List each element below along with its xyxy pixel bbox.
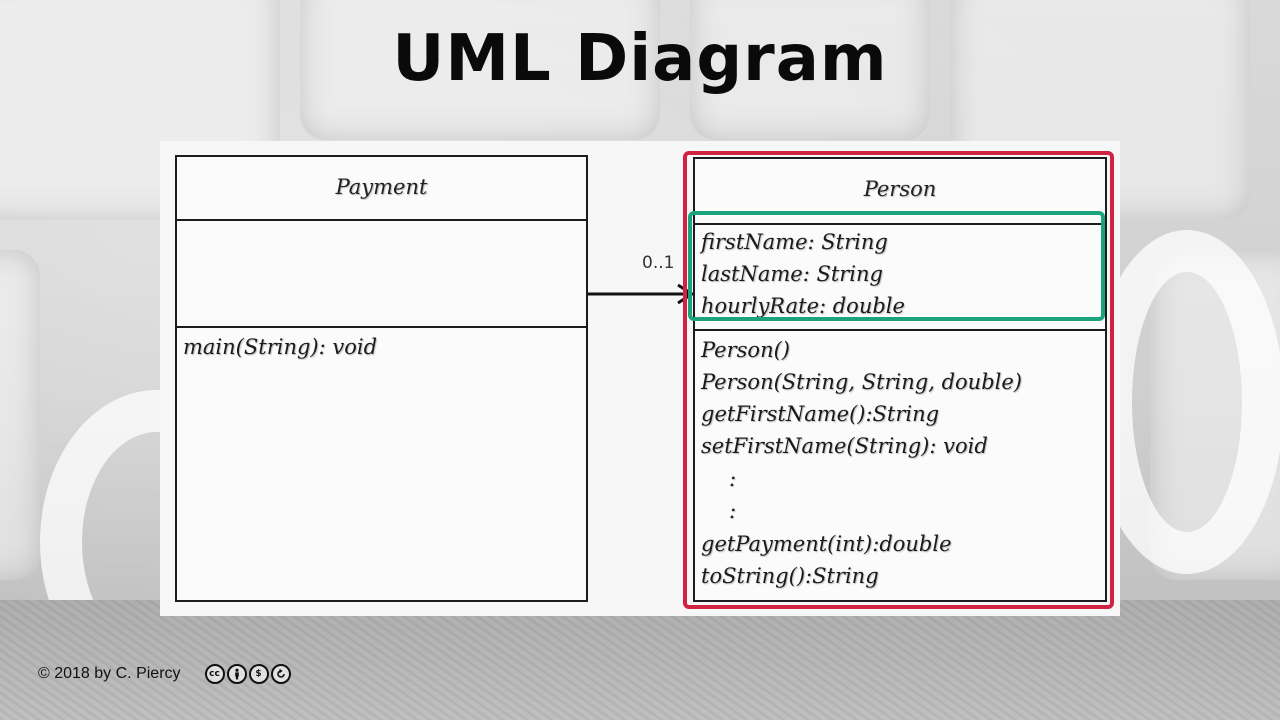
person-method-ellipsis: : <box>729 467 737 491</box>
background-tile <box>0 250 40 580</box>
person-attribute: firstName: String <box>701 230 888 254</box>
payment-class-name: Payment <box>335 175 428 199</box>
person-method: Person() <box>701 338 790 362</box>
person-attribute: hourlyRate: double <box>701 294 905 318</box>
person-class-highlight <box>683 151 1114 609</box>
person-method: getPayment(int):double <box>701 532 952 556</box>
person-attributes-divider <box>695 329 1105 331</box>
copyright-text: © 2018 by C. Piercy <box>38 665 181 682</box>
person-method-ellipsis: : <box>729 499 737 523</box>
payment-class-box: Payment main(String): void <box>175 155 588 602</box>
person-method: Person(String, String, double) <box>701 370 1022 394</box>
person-attributes-highlight <box>688 211 1105 321</box>
association-multiplicity: 0..1 <box>642 253 675 273</box>
slide-title: UML Diagram <box>392 22 888 96</box>
background-tile <box>300 0 660 140</box>
nc-icon: $ <box>248 664 269 684</box>
person-method: toString():String <box>701 564 879 588</box>
background-tile <box>690 0 930 140</box>
sa-icon <box>270 664 291 684</box>
by-icon <box>226 664 247 684</box>
person-attribute: lastName: String <box>701 262 883 286</box>
person-method: getFirstName():String <box>701 402 940 426</box>
footer: © 2018 by C. Piercy cc $ <box>38 664 291 684</box>
person-class-name: Person <box>863 177 937 201</box>
license-badge: cc $ <box>204 664 291 684</box>
payment-attributes-divider <box>177 326 586 328</box>
association-arrow <box>588 283 695 305</box>
payment-name-divider <box>177 219 586 221</box>
countertop <box>0 600 1280 720</box>
payment-method: main(String): void <box>183 335 378 359</box>
person-method: setFirstName(String): void <box>701 434 988 458</box>
person-name-divider <box>695 223 1105 225</box>
person-class-box: Person firstName: String lastName: Strin… <box>693 157 1107 602</box>
cc-icon: cc <box>204 664 225 684</box>
